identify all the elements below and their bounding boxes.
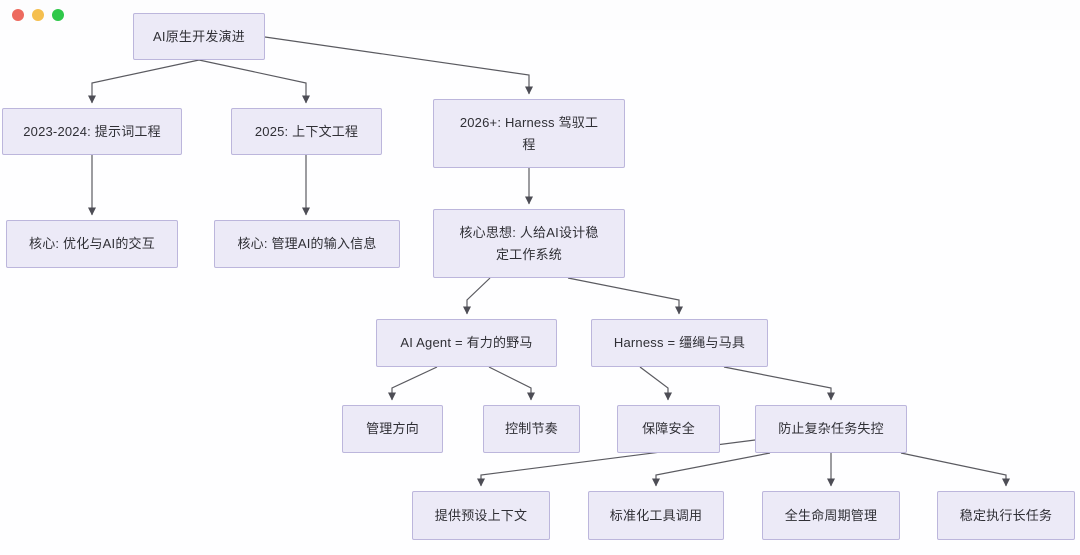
flowchart-node-label: 标准化工具调用 xyxy=(609,507,703,523)
flowchart-node-runaway[interactable]: 防止复杂任务失控 xyxy=(755,405,907,453)
flowchart-node-era2025[interactable]: 2025: 上下文工程 xyxy=(231,108,382,155)
flowchart-node-label: 核心: 优化与AI的交互 xyxy=(29,236,155,251)
flowchart-node-era2026[interactable]: 2026+: Harness 驾驭工 程 xyxy=(433,99,625,168)
flowchart-edge xyxy=(723,366,835,401)
flowchart-node-label: 核心思想: 人给AI设计稳 定工作系统 xyxy=(459,224,599,262)
flowchart-edge xyxy=(264,36,533,95)
flowchart-node-label: Harness = 缰绳与马具 xyxy=(613,335,746,350)
flowchart-node-harness[interactable]: Harness = 缰绳与马具 xyxy=(591,319,768,367)
flowchart-node-safety[interactable]: 保障安全 xyxy=(617,405,720,453)
flowchart-node-label: 全生命周期管理 xyxy=(784,507,878,523)
flowchart-node-rhythm[interactable]: 控制节奏 xyxy=(483,405,580,453)
flowchart-node-label: 防止复杂任务失控 xyxy=(778,421,884,436)
flowchart-edge xyxy=(88,59,200,104)
flowchart-node-label: 提供预设上下文 xyxy=(434,507,528,523)
flowchart-node-label: 2026+: Harness 驾驭工 程 xyxy=(459,114,599,152)
flowchart-node-presetCtx[interactable]: 提供预设上下文 xyxy=(412,491,550,540)
flowchart-node-label: 管理方向 xyxy=(366,421,419,436)
window-minimize-button[interactable] xyxy=(32,9,44,21)
flowchart-node-label: 2023-2024: 提示词工程 xyxy=(23,123,161,139)
window-traffic-lights xyxy=(12,9,64,21)
flowchart-node-label: AI原生开发演进 xyxy=(153,28,245,44)
flowchart-edge xyxy=(900,452,1010,487)
flowchart-node-label: 2025: 上下文工程 xyxy=(254,123,359,139)
flowchart-node-label: 保障安全 xyxy=(642,421,695,436)
flowchart-node-core2025[interactable]: 核心: 管理AI的输入信息 xyxy=(214,220,400,268)
flowchart-node-label: 稳定执行长任务 xyxy=(959,507,1053,523)
flowchart-edge xyxy=(488,366,535,401)
flowchart-edge xyxy=(388,366,438,401)
flowchart-node-coreIdea[interactable]: 核心思想: 人给AI设计稳 定工作系统 xyxy=(433,209,625,278)
flowchart-node-label: AI Agent = 有力的野马 xyxy=(400,335,533,350)
flowchart-node-longTask[interactable]: 稳定执行长任务 xyxy=(937,491,1075,540)
flowchart-edge xyxy=(567,277,683,315)
flowchart-node-core2023[interactable]: 核心: 优化与AI的交互 xyxy=(6,220,178,268)
flowchart-edge xyxy=(652,452,771,487)
flowchart-node-era2023[interactable]: 2023-2024: 提示词工程 xyxy=(2,108,182,155)
flowchart-node-toolCall[interactable]: 标准化工具调用 xyxy=(588,491,724,540)
flowchart-edge xyxy=(639,366,672,401)
flowchart-edge xyxy=(463,277,491,315)
flowchart-node-label: 控制节奏 xyxy=(505,421,558,436)
flowchart-node-root[interactable]: AI原生开发演进 xyxy=(133,13,265,60)
flowchart-edge xyxy=(198,59,310,104)
flowchart-node-agent[interactable]: AI Agent = 有力的野马 xyxy=(376,319,557,367)
flowchart-node-direction[interactable]: 管理方向 xyxy=(342,405,443,453)
flowchart-node-label: 核心: 管理AI的输入信息 xyxy=(237,236,377,251)
window-close-button[interactable] xyxy=(12,9,24,21)
flowchart-node-lifecycle[interactable]: 全生命周期管理 xyxy=(762,491,900,540)
window-maximize-button[interactable] xyxy=(52,9,64,21)
